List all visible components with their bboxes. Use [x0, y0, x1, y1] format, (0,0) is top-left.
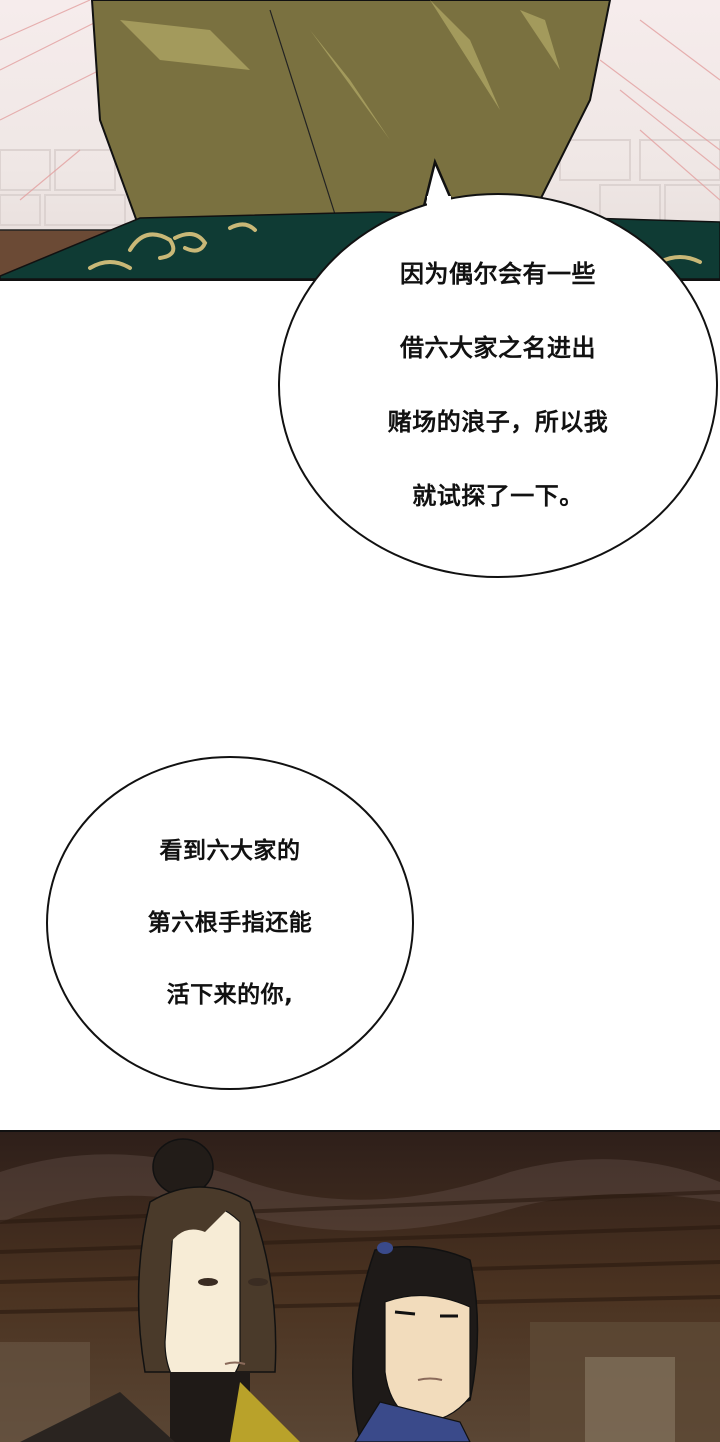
- speech-bubble-2-text: 看到六大家的 第六根手指还能 活下来的你,: [148, 797, 313, 1049]
- dialogue-line: 看到六大家的: [159, 838, 301, 864]
- tail-join-mask: [427, 196, 451, 206]
- panel-2-artwork: [0, 1132, 720, 1442]
- dialogue-line: 因为偶尔会有一些: [400, 260, 596, 288]
- dialogue-line: 活下来的你,: [166, 982, 294, 1008]
- speech-bubble-2: 看到六大家的 第六根手指还能 活下来的你,: [46, 756, 414, 1090]
- speech-bubble-1: 因为偶尔会有一些 借六大家之名进出 赌场的浪子，所以我 就试探了一下。: [278, 193, 718, 578]
- dialogue-line: 赌场的浪子，所以我: [387, 408, 609, 436]
- dialogue-line: 就试探了一下。: [412, 482, 584, 510]
- dialogue-line: 第六根手指还能: [147, 910, 313, 936]
- comic-panel-2: [0, 1130, 720, 1442]
- dialogue-line: 借六大家之名进出: [400, 334, 596, 362]
- speech-bubble-1-text: 因为偶尔会有一些 借六大家之名进出 赌场的浪子，所以我 就试探了一下。: [388, 219, 609, 552]
